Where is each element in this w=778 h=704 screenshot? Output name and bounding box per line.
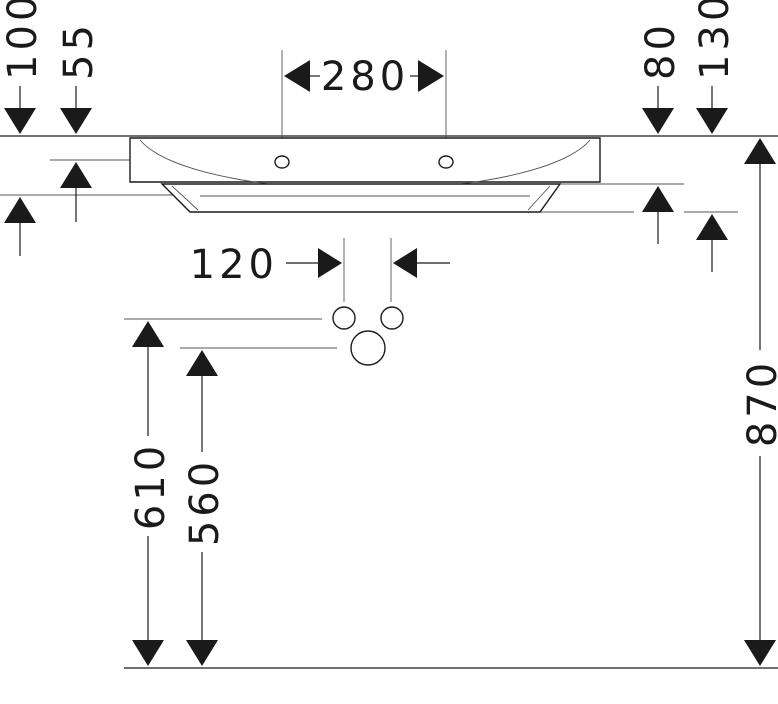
dimension-label-560: 560	[182, 458, 228, 546]
dimension-560: 560	[182, 350, 228, 666]
dimension-280: 280	[284, 54, 444, 100]
dimension-120: 120	[190, 242, 450, 288]
dimension-100: 100	[0, 0, 46, 256]
waste-connection	[350, 330, 386, 366]
dimension-label-100: 100	[0, 0, 46, 80]
dimension-55: 55	[56, 21, 102, 222]
dimension-610: 610	[128, 321, 174, 666]
dimension-label-610: 610	[128, 442, 174, 530]
dimension-label-130: 130	[692, 0, 738, 80]
tap-hole-right	[438, 155, 454, 169]
dimension-label-120: 120	[190, 242, 278, 288]
dimension-870: 870	[740, 138, 778, 666]
washbasin	[129, 137, 601, 213]
dimension-label-280: 280	[321, 54, 409, 100]
dimension-80: 80	[638, 21, 684, 244]
dimension-130: 130	[692, 0, 738, 272]
dimension-label-80: 80	[638, 21, 684, 80]
connections	[332, 306, 404, 366]
dimension-label-55: 55	[56, 21, 102, 80]
tap-hole-left	[274, 155, 290, 169]
dimension-label-870: 870	[740, 359, 778, 447]
supply-connection-left	[332, 306, 356, 330]
supply-connection-right	[380, 306, 404, 330]
